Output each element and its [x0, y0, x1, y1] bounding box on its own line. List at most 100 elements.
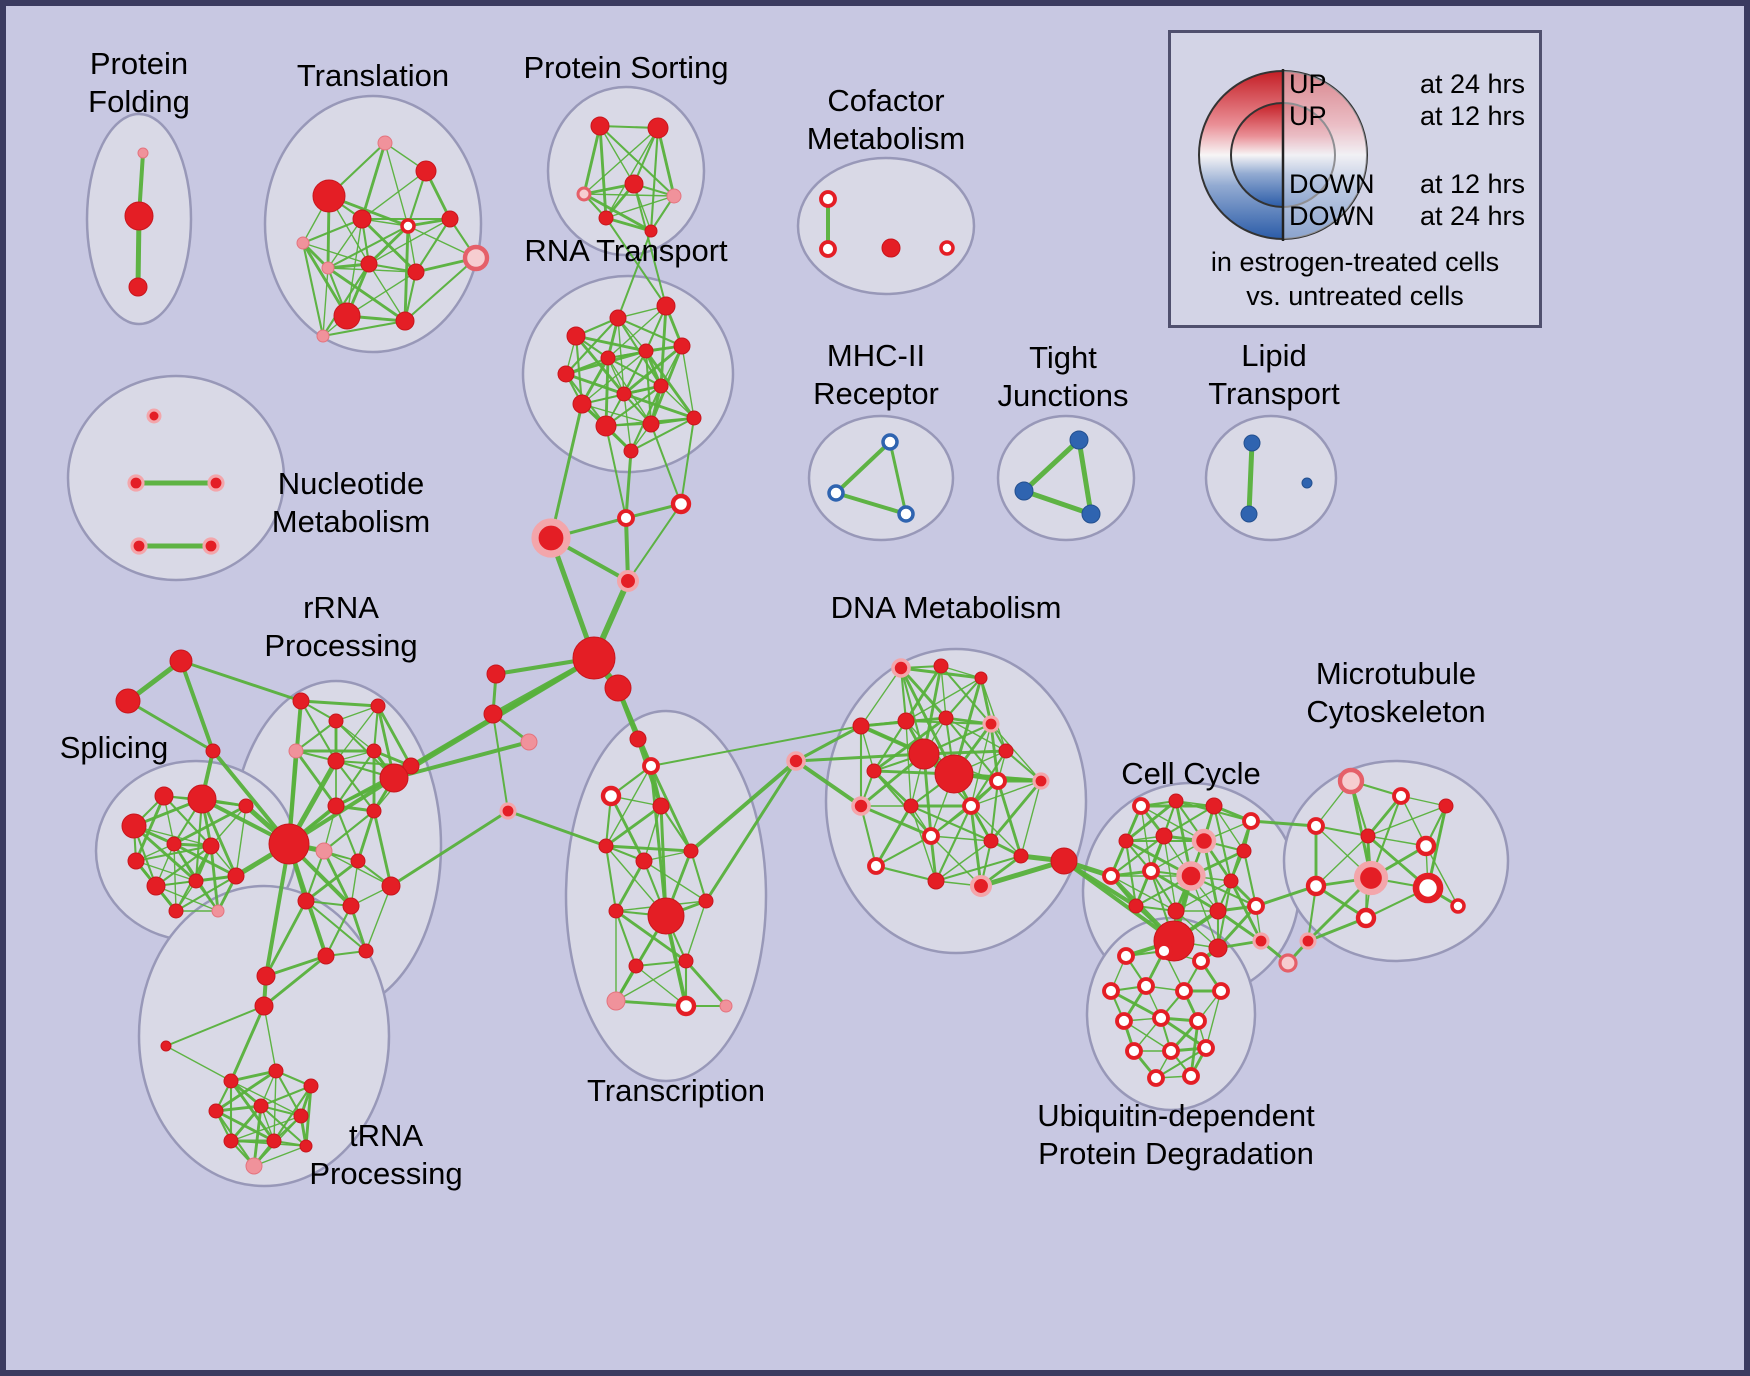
- cluster-ellipse-lipid-transport: [1204, 414, 1338, 542]
- node: [296, 236, 310, 250]
- node: [187, 784, 217, 814]
- edge: [874, 804, 913, 868]
- node: [628, 958, 644, 974]
- edge: [326, 224, 410, 270]
- node: [938, 710, 954, 726]
- node: [1102, 982, 1120, 1000]
- edge: [930, 835, 982, 887]
- edge: [1124, 799, 1178, 843]
- node: [675, 995, 697, 1017]
- cluster-ellipses: [66, 85, 1510, 1188]
- node: [188, 873, 204, 889]
- edge: [689, 849, 708, 903]
- edge: [604, 804, 663, 848]
- edge: [264, 899, 308, 978]
- node: [1142, 862, 1160, 880]
- edge: [650, 423, 682, 505]
- cluster-ellipse-nucleotide-metabolism: [66, 374, 286, 582]
- node: [557, 365, 575, 383]
- node: [1236, 843, 1252, 859]
- edge: [1109, 834, 1166, 878]
- edge: [970, 805, 1022, 857]
- node: [644, 224, 658, 238]
- edge: [1213, 805, 1245, 852]
- legend-caption-line2: vs. untreated cells: [1246, 281, 1464, 311]
- edge: [506, 809, 608, 848]
- node: [127, 852, 145, 870]
- edge: [609, 794, 646, 863]
- cluster-label-cell-cycle: Cell Cycle: [1121, 756, 1261, 791]
- legend-dir-label: UP: [1289, 69, 1327, 99]
- node: [202, 837, 220, 855]
- legend-dir-label: DOWN: [1289, 201, 1375, 231]
- edge: [1306, 916, 1368, 943]
- edge: [1154, 1046, 1208, 1080]
- edge: [259, 1084, 313, 1108]
- edge: [934, 804, 973, 883]
- node: [866, 763, 882, 779]
- edge: [132, 824, 198, 883]
- node: [590, 116, 610, 136]
- edge: [1123, 1020, 1172, 1052]
- edge: [1021, 437, 1082, 494]
- edge: [794, 752, 926, 763]
- edge: [930, 835, 992, 842]
- node: [989, 772, 1007, 790]
- edge: [324, 904, 353, 958]
- node: [128, 277, 148, 297]
- edge: [262, 954, 328, 1008]
- node: [1278, 953, 1298, 973]
- edge: [361, 170, 427, 220]
- node: [370, 698, 386, 714]
- edge: [263, 1005, 277, 1072]
- node: [1360, 828, 1376, 844]
- edge: [376, 704, 413, 768]
- node: [268, 1063, 284, 1079]
- node: [600, 350, 616, 366]
- node: [227, 867, 245, 885]
- edge: [904, 664, 943, 723]
- edge: [1254, 884, 1318, 908]
- node: [499, 802, 517, 820]
- node: [292, 692, 310, 710]
- edge: [604, 844, 693, 853]
- edge: [681, 345, 695, 419]
- node: [576, 186, 592, 202]
- node: [154, 786, 174, 806]
- node: [1209, 902, 1227, 920]
- node: [1125, 1042, 1143, 1060]
- node: [1176, 861, 1206, 891]
- node: [851, 796, 871, 816]
- node: [1252, 932, 1270, 950]
- node: [358, 943, 374, 959]
- edge: [230, 1080, 302, 1117]
- node: [1118, 833, 1134, 849]
- node: [604, 674, 632, 702]
- edge: [367, 224, 410, 266]
- node: [1450, 898, 1466, 914]
- node: [922, 827, 940, 845]
- node: [1415, 835, 1437, 857]
- node: [624, 174, 644, 194]
- node: [1132, 797, 1150, 815]
- node: [130, 537, 148, 555]
- node: [572, 636, 616, 680]
- edge: [155, 885, 219, 912]
- node: [652, 797, 670, 815]
- edge: [322, 267, 329, 337]
- edge: [179, 659, 215, 753]
- node: [127, 474, 145, 492]
- edge: [605, 217, 667, 307]
- edge: [635, 965, 687, 1007]
- node: [1192, 952, 1210, 970]
- edge: [944, 676, 983, 720]
- node: [1155, 942, 1173, 960]
- node: [211, 904, 225, 918]
- edge: [252, 1104, 263, 1168]
- node: [1223, 873, 1239, 889]
- cluster-ellipse-ubiquitin-degradation: [1085, 916, 1257, 1112]
- edge: [368, 263, 406, 322]
- edge: [264, 842, 291, 978]
